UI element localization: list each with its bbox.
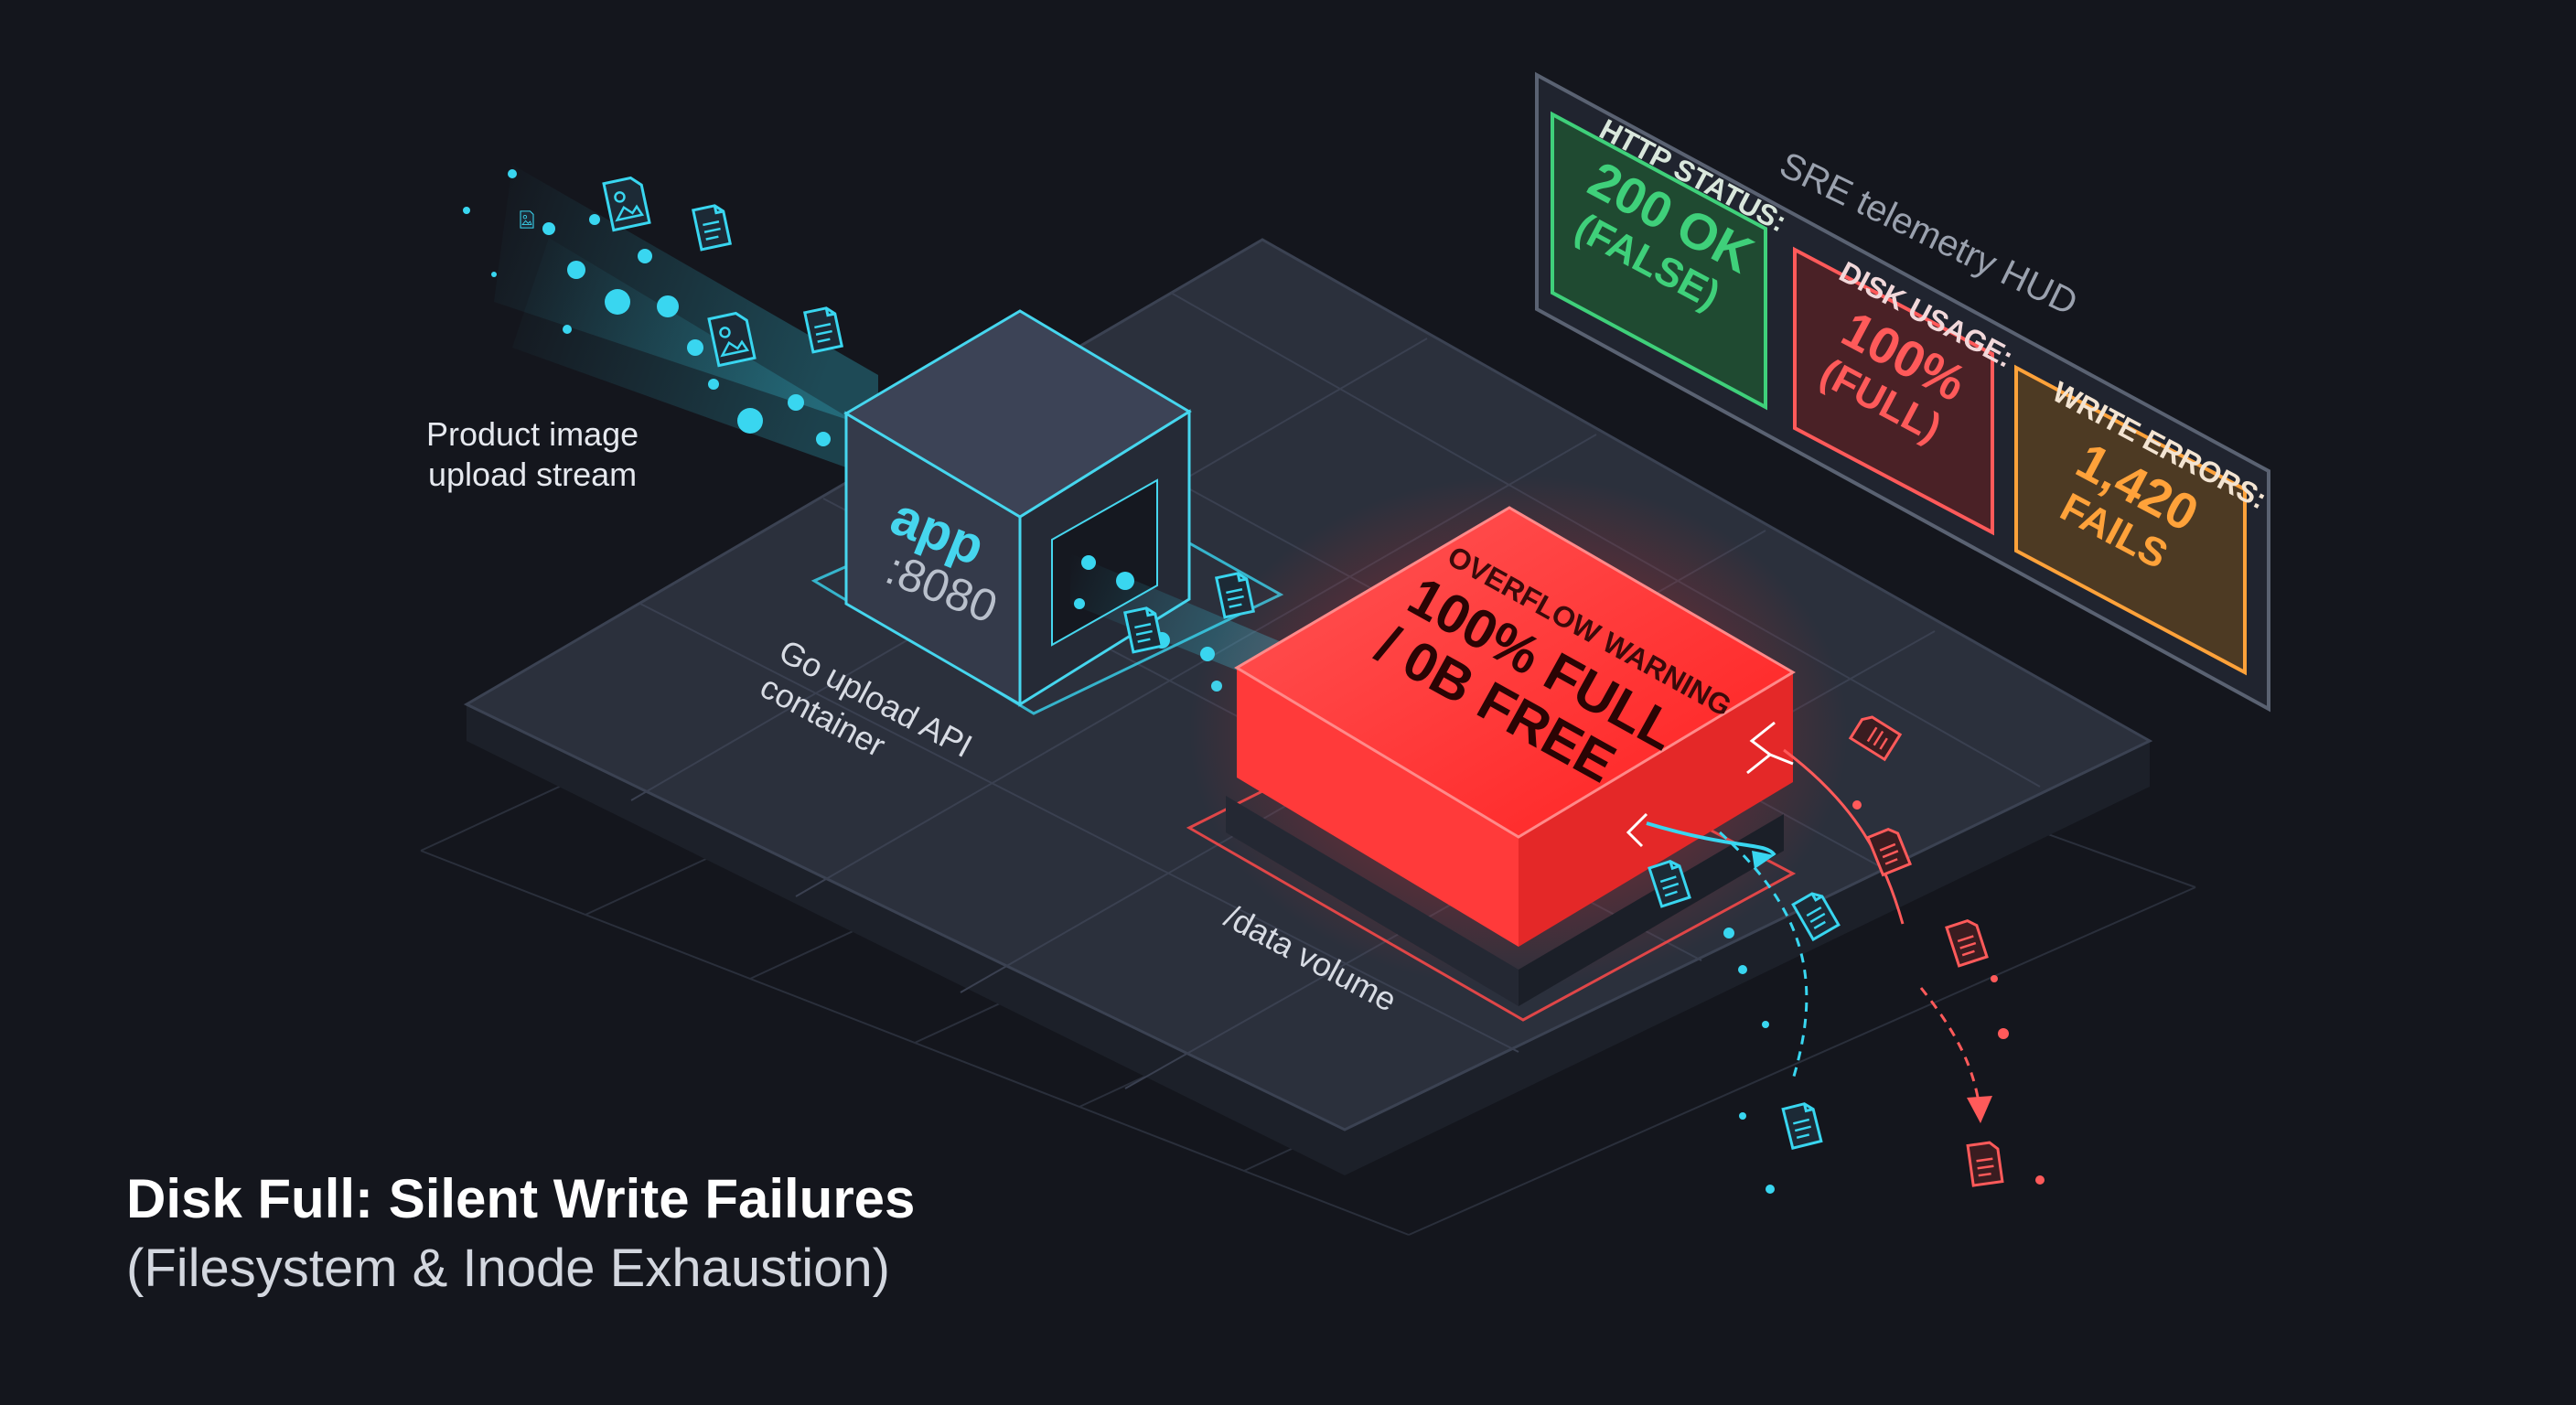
upload-stream [463,165,878,476]
file-icon [803,305,843,354]
arrow-icon [1752,851,1775,869]
arrow-icon [1967,1096,1992,1123]
file-icon [1781,1100,1823,1150]
page-title: Disk Full: Silent Write Failures [126,1168,916,1229]
crack-icon [1626,721,1794,848]
hud-card-disk-usage [1793,246,1994,536]
file-icon [1945,917,1989,968]
image-file-icon [602,174,651,232]
file-icon [1966,1140,2004,1187]
hud-card-write-errors [2014,364,2247,676]
file-icon [692,202,732,252]
overflow-box: OVERFLOW WARNING 100% FULL / 0B FREE [1186,476,1848,1022]
page-subtitle: (Filesystem & Inode Exhaustion) [126,1239,890,1298]
stream-label-line-2: upload stream [428,456,638,493]
image-file-icon [707,309,757,368]
app-box: app :8080 [810,309,1284,715]
stream-label-line-1: Product image [426,415,639,453]
failed-writes [1646,712,2045,1194]
file-icon [1123,605,1164,654]
image-file-icon [520,210,534,229]
stream-label: Product image upload stream [426,414,639,495]
hud-card-http-status [1551,111,1767,411]
